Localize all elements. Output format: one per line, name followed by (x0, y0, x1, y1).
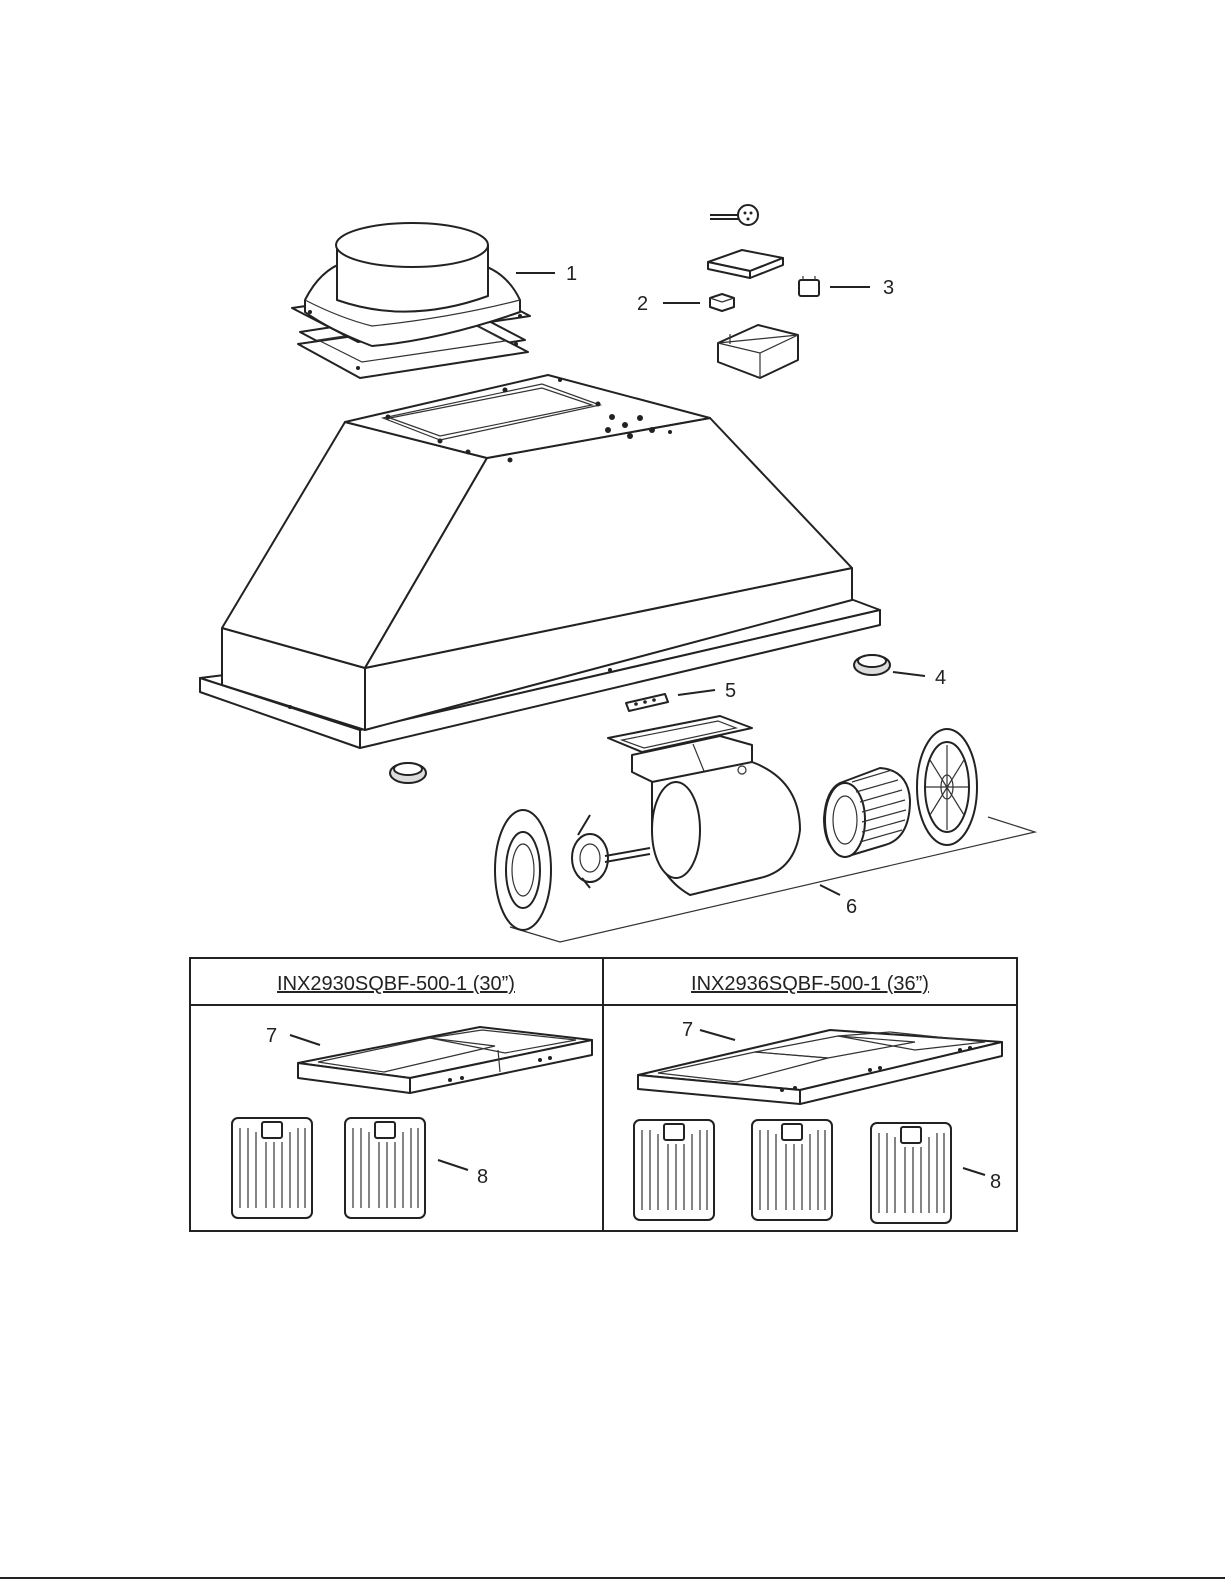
inlet-ring-left-part (495, 810, 551, 930)
baffle-filter-36-b (752, 1120, 832, 1220)
blower-assembly-part (495, 716, 1035, 942)
callout-label-8-right: 8 (990, 1171, 1001, 1193)
baffle-filter-36-c (871, 1123, 951, 1223)
callout-label-1: 1 (566, 263, 577, 285)
power-cord-part (710, 205, 758, 225)
motor-part (572, 815, 650, 888)
control-switch-part (626, 694, 668, 711)
terminal-block-part (799, 276, 819, 296)
baffle-filter-30-b (345, 1118, 425, 1218)
callout-label-2: 2 (637, 293, 648, 315)
callout-label-6: 6 (846, 896, 857, 918)
callout-label-7-right: 7 (682, 1019, 693, 1041)
callout-label-3: 3 (883, 277, 894, 299)
junction-box-part (718, 325, 798, 378)
model-title-30: INX2930SQBF-500-1 (30”) (277, 973, 515, 995)
filter-frame-36-part (638, 1030, 1002, 1104)
duct-collar-part (292, 223, 530, 378)
inlet-ring-right-part (917, 729, 977, 845)
fan-wheel-part (824, 768, 910, 857)
callout-label-7-left: 7 (266, 1025, 277, 1047)
page-bottom-rule (0, 1577, 1225, 1579)
light-part-right (854, 655, 890, 675)
hood-body-part (200, 375, 880, 748)
model-title-36: INX2936SQBF-500-1 (36”) (691, 973, 929, 995)
callout-label-8-left: 8 (477, 1166, 488, 1188)
callout-label-5: 5 (725, 680, 736, 702)
light-part-left (390, 763, 426, 783)
callout-label-4: 4 (935, 667, 946, 689)
baffle-filter-36-a (634, 1120, 714, 1220)
filter-frame-30-part (298, 1027, 592, 1093)
capacitor-part (710, 294, 734, 311)
junction-box-cover-part (708, 250, 783, 278)
baffle-filter-30-a (232, 1118, 312, 1218)
